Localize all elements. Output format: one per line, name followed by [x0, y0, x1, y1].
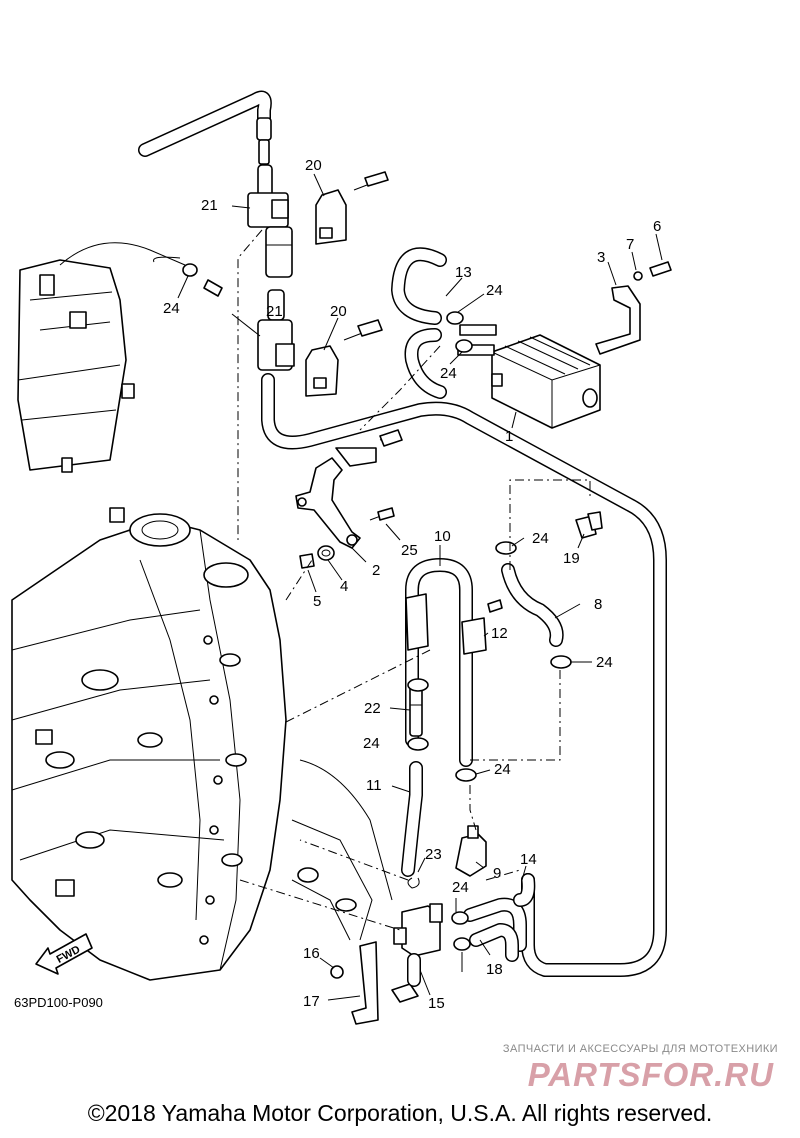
- valve-15: [330, 903, 443, 1025]
- watermark-logo: PARTSFOR.RU: [527, 1056, 774, 1093]
- callout-16: 16: [303, 945, 320, 962]
- callout-4: 4: [340, 578, 348, 595]
- callout-15: 15: [428, 995, 445, 1012]
- upper-joint-assembly: [247, 164, 389, 278]
- lower-housing: [291, 759, 393, 941]
- hose-13: [391, 247, 447, 399]
- canister-1: [457, 324, 601, 429]
- fwd-arrow: FWD: [35, 933, 93, 975]
- callout-23: 23: [425, 846, 442, 863]
- callout-24-h: 24: [452, 879, 469, 896]
- callout-3: 3: [597, 249, 605, 266]
- sensor-9: [407, 825, 487, 889]
- callout-17: 17: [303, 993, 320, 1010]
- clamps: [407, 311, 572, 951]
- callout-9: 9: [493, 865, 501, 882]
- fuel-module: [17, 242, 186, 473]
- callout-24-f: 24: [363, 735, 380, 752]
- lower-joint-assembly: [257, 289, 383, 397]
- hose-8: [501, 563, 564, 647]
- callout-2: 2: [372, 562, 380, 579]
- callout-labels: 1 2 3 4 5 6 7 8 9 10 11 12 13 14 15 16 1…: [163, 157, 661, 1012]
- callout-5: 5: [313, 593, 321, 610]
- watermark-caption: ЗАПЧАСТИ И АКСЕССУАРЫ ДЛЯ МОТОТЕХНИКИ: [502, 1043, 778, 1055]
- callout-24-e: 24: [596, 654, 613, 671]
- callout-11: 11: [366, 777, 382, 794]
- callout-19: 19: [563, 550, 580, 567]
- alignment-lines: [237, 229, 591, 931]
- callout-22: 22: [364, 700, 381, 717]
- callout-1: 1: [505, 428, 513, 445]
- callout-24-c: 24: [440, 365, 457, 382]
- diagram-code: 63PD100-P090: [14, 995, 103, 1010]
- callout-13: 13: [455, 264, 472, 281]
- callout-18: 18: [486, 961, 503, 978]
- callout-24-g: 24: [494, 761, 511, 778]
- bracket-2: [295, 429, 403, 569]
- clip-19: [575, 511, 603, 539]
- bolt-top-left: [153, 256, 223, 297]
- callout-24-b: 24: [486, 282, 503, 299]
- fwd-label: FWD: [55, 944, 83, 966]
- callout-8: 8: [594, 596, 602, 613]
- callout-12: 12: [491, 625, 508, 642]
- callout-24-a: 24: [163, 300, 180, 317]
- leader-lines: [177, 173, 663, 1001]
- callout-25: 25: [401, 542, 418, 559]
- callout-10: 10: [434, 528, 451, 545]
- callout-20-lower: 20: [330, 303, 347, 320]
- engine-block: [11, 507, 287, 981]
- callout-14: 14: [520, 851, 537, 868]
- callout-21-upper: 21: [201, 197, 218, 214]
- callout-6: 6: [653, 218, 661, 235]
- callout-20-upper: 20: [305, 157, 322, 174]
- copyright-notice: ©2018 Yamaha Motor Corporation, U.S.A. A…: [87, 1100, 713, 1126]
- top-inlet-hose: [138, 90, 272, 165]
- callout-21-lower: 21: [266, 303, 283, 320]
- bracket-3: [595, 261, 672, 355]
- joint-22-hose-11: [401, 685, 423, 877]
- callout-24-d: 24: [532, 530, 549, 547]
- callout-7: 7: [626, 236, 634, 253]
- return-hose: [261, 373, 667, 977]
- hoses-14-18: [463, 873, 536, 962]
